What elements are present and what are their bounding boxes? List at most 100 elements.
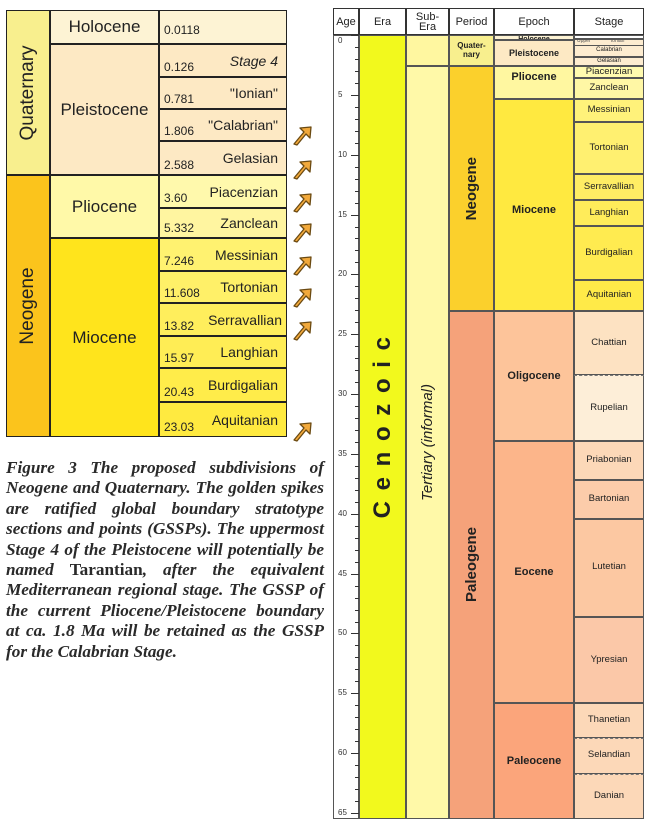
epoch-holocene: Holocene [50,10,159,44]
age-tick [355,729,359,731]
epoch-pleistocene: Pleistocene [50,44,159,175]
period-quaternary-label: Quaternary [17,44,38,141]
stage-priabonian: Priabonian [574,440,644,481]
stage-boundary-age: 11.608 [164,286,200,300]
age-tick [355,202,359,204]
age-tick [355,489,359,491]
stage-name: Burdigalian [207,377,278,393]
epoch-holocene-label: Holocene [68,17,141,36]
stage-danian: Danian [574,773,644,819]
age-tick [355,118,359,120]
stage-boundary-age: 13.82 [164,319,195,333]
stage-bartonian: Bartonian [574,480,644,519]
epoch-oligocene-label: Oligocene [507,369,561,382]
stage-boundary-age: 0.0118 [164,23,200,37]
age-tick [355,669,359,671]
header-era-label: Era [373,15,392,28]
stage-calabrian-label: Calabrian [596,46,622,53]
stage-name: Messinian [214,246,278,263]
age-tick [355,585,359,587]
stage-lutetian: Lutetian [574,518,644,617]
age-tick [355,525,359,527]
era-cenozoic-label: C e n o z o i c [368,335,396,519]
golden-spike-icon [293,126,312,146]
stage-boundary-age: 5.332 [164,221,195,235]
subera-tertiary: Tertiary (informal) [406,65,449,819]
age-tick [355,250,359,252]
age-tick [351,274,359,276]
age-tick [355,789,359,791]
stage-ypresian-label: Ypresian [590,653,628,665]
age-tick [355,765,359,767]
age-tick [355,178,359,180]
epoch-pliocene: Pliocene [494,65,574,99]
age-tick [355,418,359,420]
epoch-pliocene-label: Pliocene [71,196,138,216]
stage-boundary-age: 23.03 [164,420,195,434]
age-tick [355,370,359,372]
header-era: Era [359,8,406,35]
stage-aquitanian-label: Aquitanian [586,288,632,300]
age-tick [355,382,359,384]
header-age: Age [333,8,359,35]
stage-rupelian: Rupelian [574,374,644,441]
epoch-pleistocene-label: Pleistocene [508,47,560,58]
age-tick [351,94,359,96]
caption-text-1: Figure 3 The proposed subdivisions of Ne… [6,458,324,580]
header-epoch-label: Epoch [518,15,550,28]
epoch-miocene-label: Miocene [511,203,556,216]
period-paleogene-label: Paleogene [462,527,480,603]
age-tick [355,70,359,72]
stage-bartonian-label: Bartonian [588,493,630,505]
age-tick [351,753,359,755]
stage-name: "Calabrian" [208,117,278,133]
age-tick [355,441,359,443]
stage-boundary-age: 0.126 [164,60,195,74]
epoch-miocene: Miocene [494,98,574,311]
epoch-miocene-label: Miocene [72,327,137,347]
age-tick [355,645,359,647]
stage-chattian: Chattian [574,310,644,375]
age-label: 40 [338,508,347,518]
stage-gelasian: Gelasian [574,56,644,66]
stage-ionian: Upper "Ionian" [574,38,644,46]
age-tick [355,681,359,683]
age-tick [355,238,359,240]
age-tick [355,549,359,551]
epoch-eocene-label: Eocene [514,565,554,578]
stage-name: Zanclean [220,215,278,231]
header-subera: Sub- Era [406,8,449,35]
age-tick [355,621,359,623]
epoch-pliocene: Pliocene [50,175,159,238]
age-tick [355,429,359,431]
stage-boundary-age: 1.806 [164,124,195,138]
stage-row: 1.806 "Calabrian" [159,109,287,141]
age-tick [355,657,359,659]
age-tick [355,477,359,479]
age-tick [355,46,359,48]
epoch-oligocene: Oligocene [494,310,574,441]
age-label: 60 [338,748,347,758]
golden-spike-icon [293,223,312,243]
figure-caption: Figure 3 The proposed subdivisions of Ne… [6,458,324,662]
subera-tertiary-label: Tertiary (informal) [419,383,436,501]
golden-spike-icon [293,321,312,341]
age-label: 55 [338,688,347,698]
stage-row: 0.781"Ionian" [159,77,287,109]
golden-spike-icon [293,160,312,180]
age-axis-column [333,35,359,819]
stage-burdigalian-label: Burdigalian [585,246,633,258]
stage-thanetian-label: Thanetian [587,713,631,725]
age-tick [355,322,359,324]
stage-row: 23.03 Aquitanian [159,402,287,437]
age-tick [351,453,359,455]
stage-boundary-age: 7.246 [164,254,195,268]
age-tick [355,801,359,803]
stage-rupelian-label: Rupelian [590,401,628,413]
stage-danian-label: Danian [593,790,625,801]
stage-name: Aquitanian [211,411,278,428]
golden-spike-icon [293,422,312,442]
period-neogene-label: Neogene [17,267,38,345]
epoch-holocene-label: Holocene [518,36,550,40]
